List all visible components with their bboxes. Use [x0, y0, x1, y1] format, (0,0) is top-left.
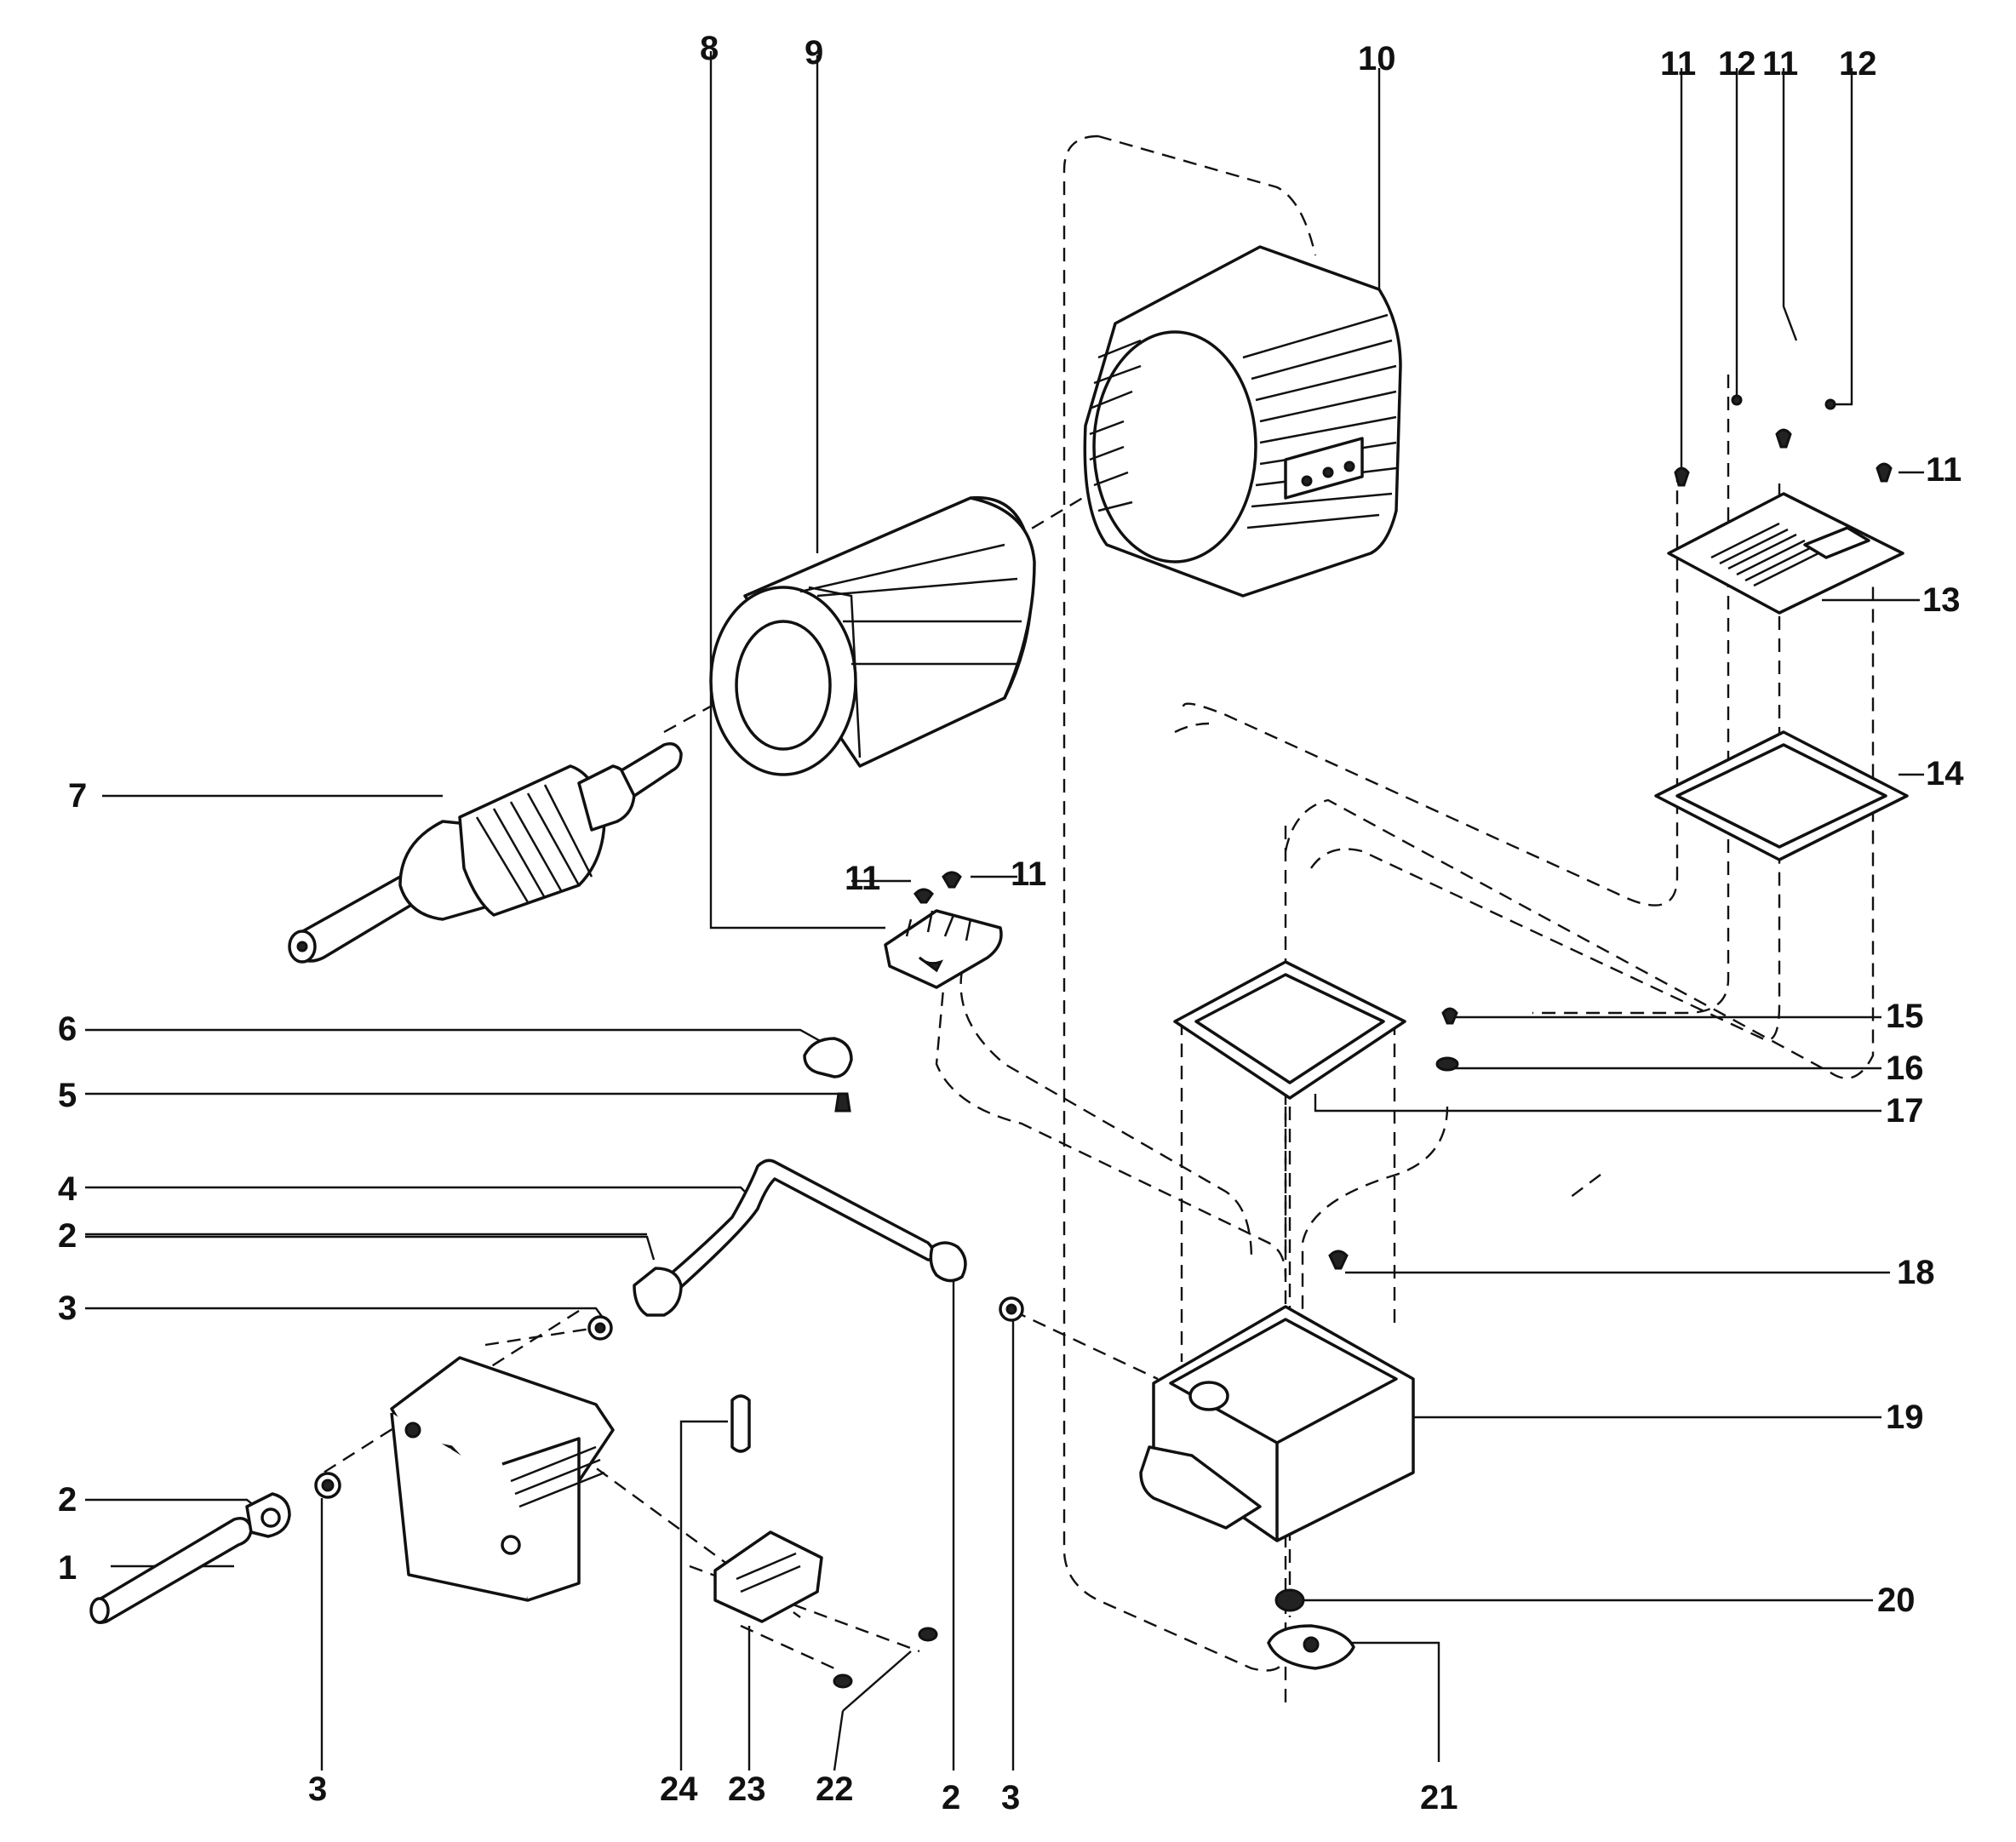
callout-11: 11	[1011, 855, 1046, 893]
callout-3: 3	[1001, 1779, 1020, 1816]
callout-3: 3	[308, 1770, 327, 1808]
callout-6: 6	[58, 1010, 77, 1048]
callout-19: 19	[1886, 1399, 1924, 1436]
part-conduit	[645, 1158, 936, 1304]
part-screw-18	[1328, 1250, 1349, 1270]
part-pin-24	[730, 1394, 751, 1453]
callout-15: 15	[1886, 998, 1924, 1035]
part-screw-12b	[1824, 398, 1836, 410]
part-screw-11e	[1876, 462, 1893, 483]
callout-11: 11	[1926, 451, 1962, 489]
callout-20: 20	[1877, 1582, 1916, 1619]
part-screw-15	[1441, 1007, 1458, 1025]
part-screw-5	[834, 1092, 851, 1113]
callout-2: 2	[942, 1779, 960, 1816]
part-screw-11b	[942, 871, 962, 889]
part-box-gasket	[1173, 960, 1406, 1100]
callout-11: 11	[845, 860, 880, 897]
part-nut-upper	[587, 1315, 613, 1341]
callout-10: 10	[1358, 40, 1396, 77]
callout-5: 5	[58, 1077, 77, 1114]
part-terminal-box	[1139, 1305, 1415, 1542]
part-motor-housing	[1083, 245, 1402, 598]
callout-12: 12	[1839, 45, 1877, 83]
callout-24: 24	[660, 1770, 698, 1808]
part-gland-conduit-left	[633, 1267, 683, 1317]
callout-1: 1	[58, 1549, 77, 1587]
part-earth-terminal-21	[1267, 1624, 1355, 1670]
part-connector-23	[713, 1530, 823, 1623]
part-screw-22b	[833, 1673, 853, 1689]
callout-3: 3	[58, 1290, 77, 1327]
part-terminal-block	[884, 909, 1003, 989]
part-screw-11d	[1775, 428, 1792, 449]
part-screw-22a	[918, 1627, 938, 1642]
callout-13: 13	[1922, 581, 1961, 619]
part-screw-12a	[1731, 394, 1743, 406]
callout-18: 18	[1897, 1254, 1935, 1291]
callout-8: 8	[700, 30, 719, 67]
callout-2: 2	[58, 1217, 77, 1255]
part-screw-11c	[1674, 466, 1690, 487]
leader-lines	[85, 51, 1924, 1771]
part-screw-11a	[914, 888, 934, 904]
callout-11: 11	[1660, 45, 1696, 83]
callout-17: 17	[1886, 1092, 1924, 1130]
callout-16: 16	[1886, 1050, 1924, 1087]
callout-4: 4	[58, 1170, 77, 1208]
callout-labels: 1 2 2 2 3 3 3 4 5 6 7 8 9 10 11 11 11 11…	[58, 30, 1964, 1816]
part-cable-gland-left	[245, 1492, 291, 1538]
part-clamp-6	[803, 1037, 853, 1078]
part-gland-conduit-right	[929, 1241, 967, 1283]
callout-21: 21	[1420, 1779, 1458, 1816]
part-washer-16	[1435, 1056, 1459, 1072]
callout-2: 2	[58, 1481, 77, 1519]
callout-11: 11	[1762, 45, 1798, 83]
callout-12: 12	[1718, 45, 1756, 83]
callout-9: 9	[805, 34, 823, 72]
part-washer-20	[1274, 1588, 1305, 1612]
part-plug-housing	[390, 1356, 615, 1602]
callout-23: 23	[728, 1770, 766, 1808]
part-grille-cover	[1667, 492, 1904, 615]
part-stator	[709, 495, 1036, 776]
callout-7: 7	[68, 777, 87, 815]
part-cable	[89, 1517, 253, 1624]
part-rotor	[288, 742, 683, 964]
callout-22: 22	[816, 1770, 854, 1808]
callout-14: 14	[1926, 755, 1964, 792]
part-nut-right	[999, 1296, 1024, 1322]
part-gasket-top	[1654, 730, 1909, 861]
part-nut-left	[314, 1472, 341, 1499]
